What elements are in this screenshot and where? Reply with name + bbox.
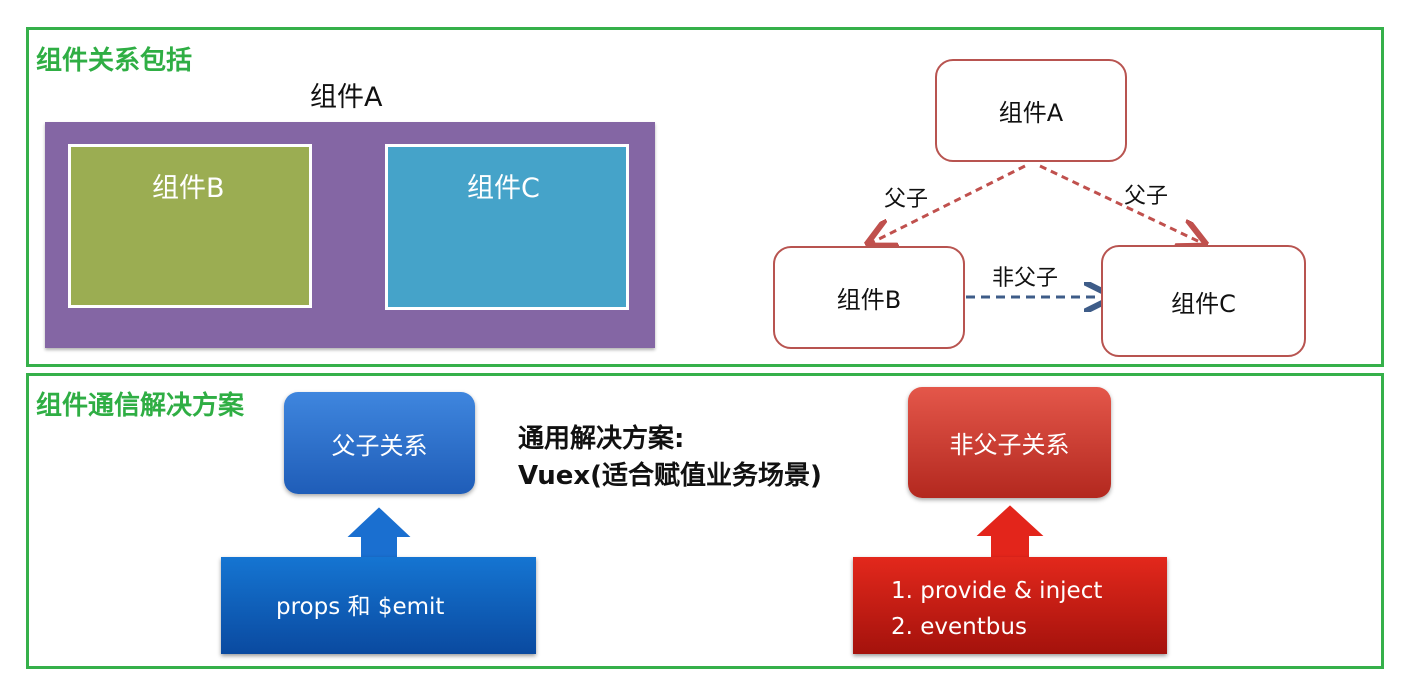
graph-node-b: 组件B xyxy=(773,246,965,349)
relationship-panel xyxy=(26,27,1384,367)
outer-component-label: 组件A xyxy=(310,82,383,113)
non-parent-child-box: 非父子关系 xyxy=(908,387,1111,498)
graph-node-a-label: 组件A xyxy=(998,99,1064,127)
edge-b-c-label: 非父子 xyxy=(992,266,1059,291)
non-parent-child-method-2: 2. eventbus xyxy=(891,614,1027,640)
inner-component-b-box xyxy=(68,144,312,308)
parent-child-box: 父子关系 xyxy=(284,392,475,494)
graph-node-b-label: 组件B xyxy=(836,286,902,314)
inner-component-b-label: 组件B xyxy=(152,173,225,204)
inner-component-c-box xyxy=(385,144,629,310)
non-parent-child-method-1: 1. provide & inject xyxy=(891,578,1103,604)
edge-a-b-label: 父子 xyxy=(884,187,929,212)
graph-node-a: 组件A xyxy=(935,59,1127,162)
edge-a-c-arrow xyxy=(1039,164,1202,243)
solution-panel xyxy=(26,373,1384,669)
red-up-arrow-icon xyxy=(971,504,1049,560)
graph-node-c-label: 组件C xyxy=(1171,289,1236,318)
non-parent-child-label: 非父子关系 xyxy=(949,431,1070,459)
solution-title: 组件通信解决方案 xyxy=(36,391,245,421)
graph-node-c: 组件C xyxy=(1101,245,1306,357)
parent-child-method-label: props 和 $emit xyxy=(276,594,445,620)
general-solution-text: 通用解决方案: Vuex(适合赋值业务场景) xyxy=(518,421,822,495)
general-solution-line1: 通用解决方案: xyxy=(518,424,685,454)
parent-child-label: 父子关系 xyxy=(331,431,428,460)
blue-up-arrow-icon xyxy=(342,506,416,560)
relationship-title: 组件关系包括 xyxy=(36,46,193,76)
inner-component-c-label: 组件C xyxy=(467,173,540,204)
edge-a-c-label: 父子 xyxy=(1124,184,1169,209)
non-parent-child-method-box: 1. provide & inject 2. eventbus xyxy=(853,557,1167,654)
edge-a-b-arrow xyxy=(871,164,1026,243)
parent-child-method-box: props 和 $emit xyxy=(221,557,536,654)
general-solution-line2: Vuex(适合赋值业务场景) xyxy=(518,461,822,491)
